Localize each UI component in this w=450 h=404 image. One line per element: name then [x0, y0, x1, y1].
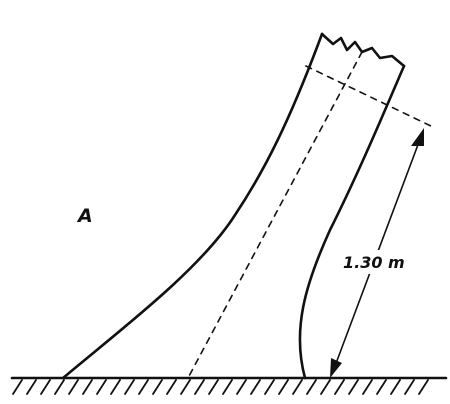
trunk-axis-dashed-line: [187, 51, 363, 379]
ground-hatch-mark: [250, 379, 261, 395]
dimension-arrowhead-top: [411, 128, 424, 146]
dimension-label-background: [340, 250, 402, 274]
ground-hatch-mark: [82, 379, 93, 395]
ground-hatch-mark: [236, 379, 247, 395]
ground-hatch-mark: [222, 379, 233, 395]
ground-hatch-mark: [334, 379, 345, 395]
ground-hatch-mark: [320, 379, 331, 395]
ground-hatch-mark: [306, 379, 317, 395]
ground-hatch-mark: [264, 379, 275, 395]
ground-hatch-mark: [418, 379, 429, 395]
ground-hatching: [12, 379, 429, 395]
ground-hatch-mark: [166, 379, 177, 395]
ground-hatch-mark: [110, 379, 121, 395]
ground-hatch-mark: [152, 379, 163, 395]
ground-hatch-mark: [40, 379, 51, 395]
ground-hatch-mark: [292, 379, 303, 395]
ground-hatch-mark: [278, 379, 289, 395]
ground-hatch-mark: [376, 379, 387, 395]
ground-hatch-mark: [138, 379, 149, 395]
ground-hatch-mark: [208, 379, 219, 395]
ground-hatch-mark: [362, 379, 373, 395]
ground-hatch-mark: [390, 379, 401, 395]
region-label-a: A: [76, 205, 93, 227]
broken-top-edge: [320, 32, 406, 68]
ground-hatch-mark: [96, 379, 107, 395]
dimension-label: 1.30 m: [343, 253, 405, 272]
ground-hatch-mark: [124, 379, 135, 395]
dimension-arrowhead-bottom: [330, 358, 342, 378]
trunk-left-edge: [61, 32, 324, 380]
ground-hatch-mark: [194, 379, 205, 395]
trunk-right-edge: [298, 64, 406, 380]
ground-hatch-mark: [404, 379, 415, 395]
ground-hatch-mark: [12, 379, 23, 395]
ground-hatch-mark: [68, 379, 79, 395]
ground-hatch-mark: [180, 379, 191, 395]
cross-section-dashed-line: [305, 65, 436, 129]
ground-hatch-mark: [348, 379, 359, 395]
ground-hatch-mark: [26, 379, 37, 395]
ground-hatch-mark: [54, 379, 65, 395]
